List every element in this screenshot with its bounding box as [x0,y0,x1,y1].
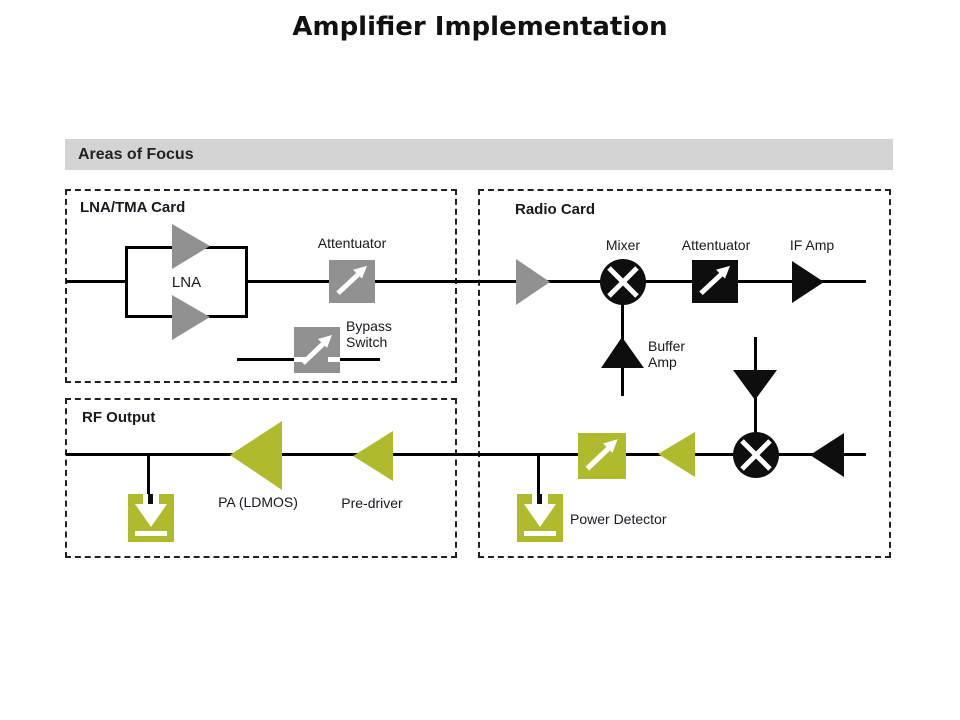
mixer-icon [598,257,648,307]
areas-of-focus-header: Areas of Focus [65,139,893,170]
lna-label: LNA [171,273,202,291]
if-amp-icon [792,261,824,303]
radio-input-amplifier-icon [516,259,550,305]
rf-detector-tap-line [147,455,150,496]
rf-output-card-title: RF Output [82,409,156,426]
pa-label: PA (LDMOS) [218,494,298,510]
tx-mixer-icon [731,430,781,480]
pre-driver-amp-icon [353,431,393,481]
lna-attenuator-label: Attentuator [317,235,387,251]
radio-attenuator-label: Attentuator [681,237,751,253]
power-detector-label: Power Detector [570,511,667,527]
rf-output-card-box [65,398,457,558]
pre-driver-label: Pre-driver [341,495,403,511]
buffer-amp-label: Buffer Amp [648,338,686,370]
radio-detector-tap-line [537,455,540,496]
areas-of-focus-label: Areas of Focus [78,146,194,163]
radio-card-box [478,189,891,558]
rf-power-detector-icon [128,494,174,542]
if-amp-label: IF Amp [789,237,835,253]
mixer-label: Mixer [605,237,641,253]
slide-title: Amplifier Implementation [292,12,668,42]
lna-tma-card-title: LNA/TMA Card [80,199,186,216]
bypass-switch-icon [294,327,340,373]
lna-tma-card-box [65,189,457,383]
lna-attenuator-icon [329,260,375,303]
lo-down-arrow-icon [733,370,777,400]
pa-amplifier-icon [230,421,282,490]
tx-amp-icon [658,432,695,477]
radio-attenuator-icon [692,260,738,303]
tx-attenuator-icon [578,433,626,479]
tx-input-amp-icon [810,433,844,477]
bypass-switch-label: Bypass Switch [346,318,392,350]
lna-amplifier-icon [172,224,210,269]
radio-power-detector-icon [517,494,563,542]
rx-signal-line [66,280,866,283]
tx-signal-line [66,453,866,456]
buffer-amp-icon [601,337,644,368]
radio-card-title: Radio Card [515,201,596,218]
lna-amplifier2-icon [172,295,210,340]
